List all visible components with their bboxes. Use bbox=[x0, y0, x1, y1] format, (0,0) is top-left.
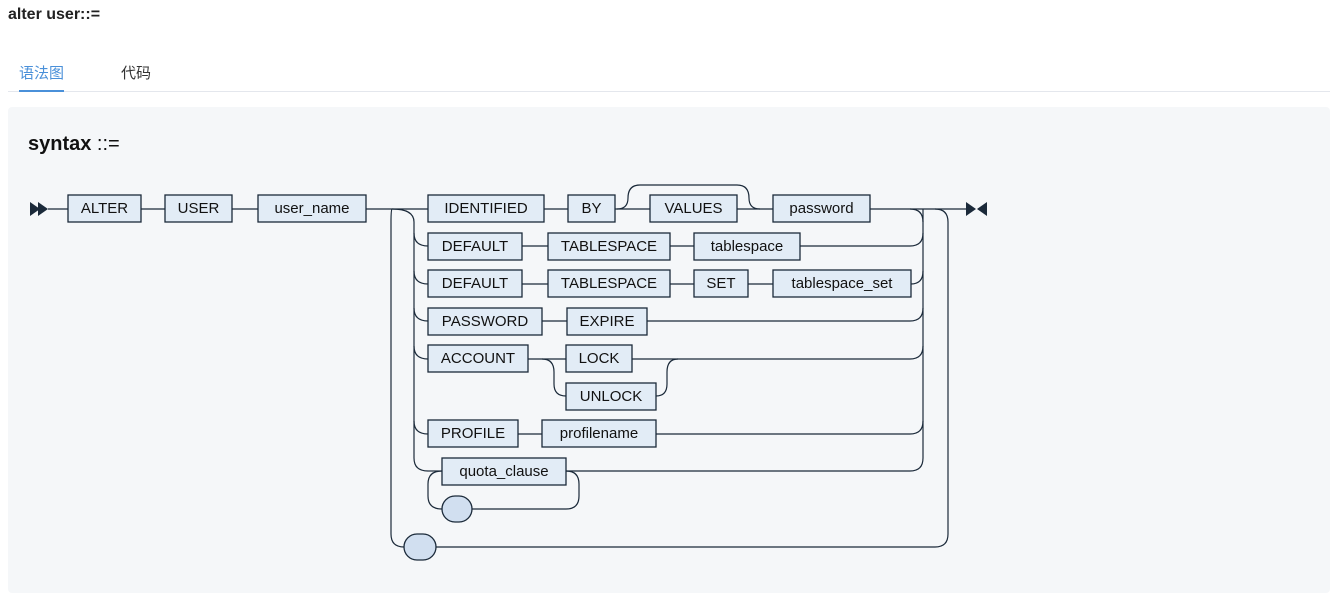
svg-text:password: password bbox=[789, 200, 853, 217]
syntax-title-operator: ::= bbox=[91, 133, 120, 155]
svg-text:VALUES: VALUES bbox=[664, 200, 722, 217]
diagram-panel: syntax ::= bbox=[8, 107, 1330, 593]
token-user-name: user_name bbox=[257, 194, 367, 223]
token-tablespace-1: TABLESPACE bbox=[547, 232, 671, 261]
connector-lines bbox=[48, 184, 966, 548]
svg-text:USER: USER bbox=[178, 200, 220, 217]
token-account: ACCOUNT bbox=[427, 344, 529, 373]
token-unlock: UNLOCK bbox=[565, 382, 657, 411]
tab-code[interactable]: 代码 bbox=[121, 65, 152, 82]
start-marker bbox=[30, 202, 48, 216]
tab-syntax-diagram[interactable]: 语法图 bbox=[19, 62, 65, 92]
token-quota-clause: quota_clause bbox=[441, 457, 567, 486]
token-tablespace-set: tablespace_set bbox=[772, 269, 912, 298]
token-default-1: DEFAULT bbox=[427, 232, 523, 261]
svg-text:TABLESPACE: TABLESPACE bbox=[561, 275, 657, 292]
token-default-2: DEFAULT bbox=[427, 269, 523, 298]
svg-text:UNLOCK: UNLOCK bbox=[580, 388, 643, 405]
svg-text:ACCOUNT: ACCOUNT bbox=[441, 350, 515, 367]
svg-text:DEFAULT: DEFAULT bbox=[442, 275, 508, 292]
token-tablespace-name: tablespace bbox=[693, 232, 801, 261]
svg-text:LOCK: LOCK bbox=[579, 350, 620, 367]
repeat-loop-outer bbox=[403, 533, 437, 561]
repeat-loop-quota bbox=[441, 495, 473, 523]
svg-text:tablespace_set: tablespace_set bbox=[792, 275, 894, 292]
syntax-title: syntax ::= bbox=[28, 133, 120, 156]
token-expire: EXPIRE bbox=[566, 307, 648, 336]
svg-text:TABLESPACE: TABLESPACE bbox=[561, 238, 657, 255]
svg-text:PASSWORD: PASSWORD bbox=[442, 313, 529, 330]
tab-bar: 语法图 代码 bbox=[8, 54, 1330, 92]
svg-text:ALTER: ALTER bbox=[81, 200, 128, 217]
token-password: password bbox=[772, 194, 871, 223]
svg-text:PROFILE: PROFILE bbox=[441, 425, 505, 442]
page-title: alter user::= bbox=[8, 6, 101, 23]
token-set: SET bbox=[693, 269, 749, 298]
end-marker bbox=[966, 202, 987, 216]
svg-text:DEFAULT: DEFAULT bbox=[442, 238, 508, 255]
svg-text:SET: SET bbox=[706, 275, 735, 292]
railroad-diagram: ALTER USER user_name IDENTIFIED BY VALUE… bbox=[30, 184, 987, 561]
svg-text:tablespace: tablespace bbox=[711, 238, 784, 255]
token-lock: LOCK bbox=[565, 344, 633, 373]
svg-text:quota_clause: quota_clause bbox=[459, 463, 548, 480]
token-identified: IDENTIFIED bbox=[427, 194, 545, 223]
token-password-kw: PASSWORD bbox=[427, 307, 543, 336]
svg-text:user_name: user_name bbox=[274, 200, 349, 217]
svg-text:profilename: profilename bbox=[560, 425, 638, 442]
token-profile: PROFILE bbox=[427, 419, 519, 448]
svg-text:EXPIRE: EXPIRE bbox=[579, 313, 634, 330]
token-alter: ALTER bbox=[67, 194, 142, 223]
token-tablespace-2: TABLESPACE bbox=[547, 269, 671, 298]
svg-text:BY: BY bbox=[581, 200, 601, 217]
token-by: BY bbox=[567, 194, 616, 223]
token-profilename: profilename bbox=[541, 419, 657, 448]
svg-text:IDENTIFIED: IDENTIFIED bbox=[444, 200, 528, 217]
syntax-title-name: syntax bbox=[28, 133, 92, 155]
token-values: VALUES bbox=[649, 194, 738, 223]
token-user: USER bbox=[164, 194, 233, 223]
